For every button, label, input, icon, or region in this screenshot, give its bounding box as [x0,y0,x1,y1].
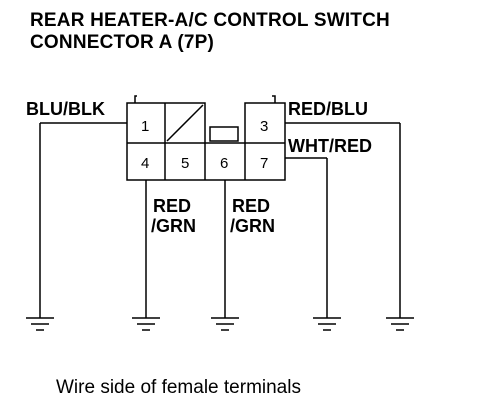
pin-6: 6 [220,155,228,172]
wire-label-red-grn-1a: RED [153,196,191,216]
ground-symbol-4 [313,317,341,331]
wire-label-red-grn-2b: /GRN [230,216,275,236]
connector-lock [209,126,239,142]
pin-3: 3 [260,118,268,135]
title-line-1: REAR HEATER-A/C CONTROL SWITCH [30,10,390,31]
connector-tab-left [134,95,137,103]
wire-label-blu-blk: BLU/BLK [26,99,105,119]
pin-4: 4 [141,155,149,172]
ground-symbol-2 [132,317,160,331]
ground-symbol-5 [386,317,414,331]
wire-label-red-blu: RED/BLU [288,99,368,119]
empty-cavity-slash [166,104,204,142]
ground-symbol-3 [211,317,239,331]
wire-label-red-grn-1b: /GRN [151,216,196,236]
pin-1: 1 [141,118,149,135]
pin-5: 5 [181,155,189,172]
connector-tab-right [272,95,276,103]
footer-caption: Wire side of female terminals [56,377,301,398]
connector-outline [126,102,286,181]
title-line-2: CONNECTOR A (7P) [30,32,215,53]
pin-7: 7 [260,155,268,172]
wire-label-red-grn-2a: RED [232,196,270,216]
ground-symbol-1 [26,317,54,331]
diagram-title: REAR HEATER-A/C CONTROL SWITCH CONNECTOR… [30,10,390,54]
wire-label-wht-red: WHT/RED [288,136,372,156]
